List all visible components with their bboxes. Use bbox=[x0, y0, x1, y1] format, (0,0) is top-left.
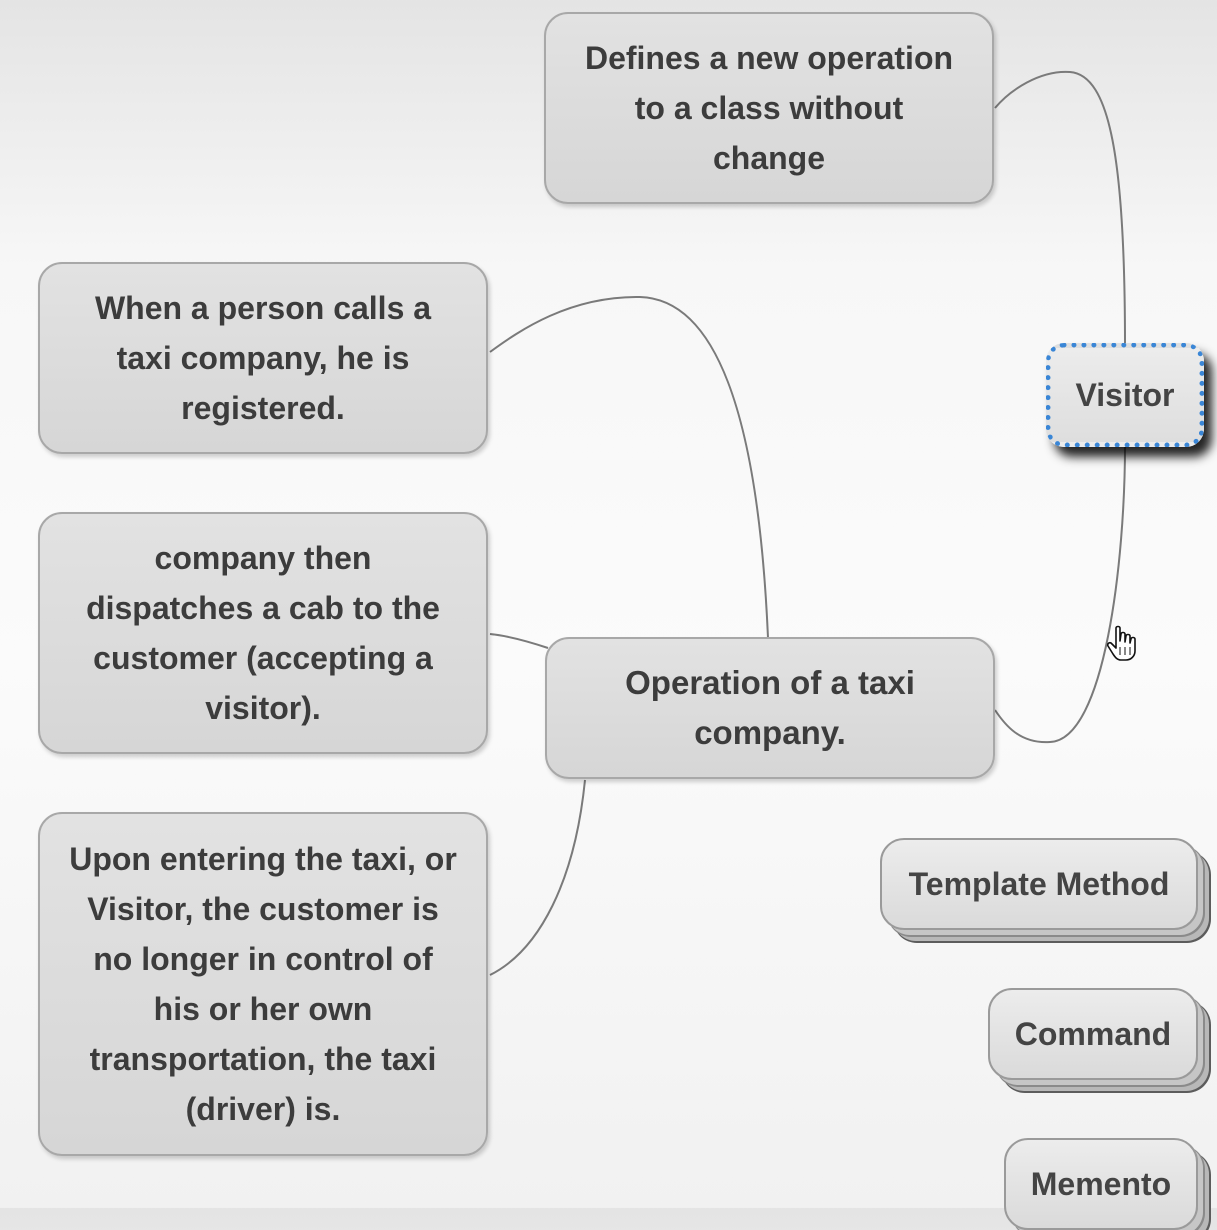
visitor-node[interactable]: Visitor bbox=[1046, 343, 1204, 447]
person-calls-node-text: When a person calls a taxi company, he i… bbox=[94, 290, 432, 426]
memento-node-text: Memento bbox=[1030, 1166, 1172, 1202]
hand-pointer-icon bbox=[1106, 625, 1136, 661]
template-method-node[interactable]: Template Method bbox=[880, 838, 1198, 930]
operation-taxi-node-text: Operation of a taxi company. bbox=[625, 664, 915, 751]
entering-taxi-node-text: Upon entering the taxi, or Visitor, the … bbox=[69, 841, 457, 1127]
operation-taxi-node[interactable]: Operation of a taxi company. bbox=[545, 637, 995, 779]
entering-taxi-node[interactable]: Upon entering the taxi, or Visitor, the … bbox=[38, 812, 488, 1156]
definition-node-text: Defines a new operation to a class witho… bbox=[584, 40, 954, 176]
connector-visitor-to-operation bbox=[994, 444, 1126, 744]
definition-node[interactable]: Defines a new operation to a class witho… bbox=[544, 12, 994, 204]
connector-operation-to-person-calls bbox=[489, 295, 769, 639]
command-node-text: Command bbox=[1014, 1016, 1172, 1052]
connector-operation-to-entering-taxi bbox=[489, 779, 586, 976]
person-calls-node[interactable]: When a person calls a taxi company, he i… bbox=[38, 262, 488, 454]
template-method-node-text: Template Method bbox=[908, 866, 1170, 902]
connector-operation-to-dispatch bbox=[489, 633, 549, 649]
dispatch-node-text: company then dispatches a cab to the cus… bbox=[86, 540, 440, 726]
connector-visitor-to-definition bbox=[994, 70, 1126, 346]
visitor-node-text: Visitor bbox=[1075, 377, 1175, 413]
memento-node[interactable]: Memento bbox=[1004, 1138, 1198, 1230]
dispatch-node[interactable]: company then dispatches a cab to the cus… bbox=[38, 512, 488, 754]
command-node[interactable]: Command bbox=[988, 988, 1198, 1080]
